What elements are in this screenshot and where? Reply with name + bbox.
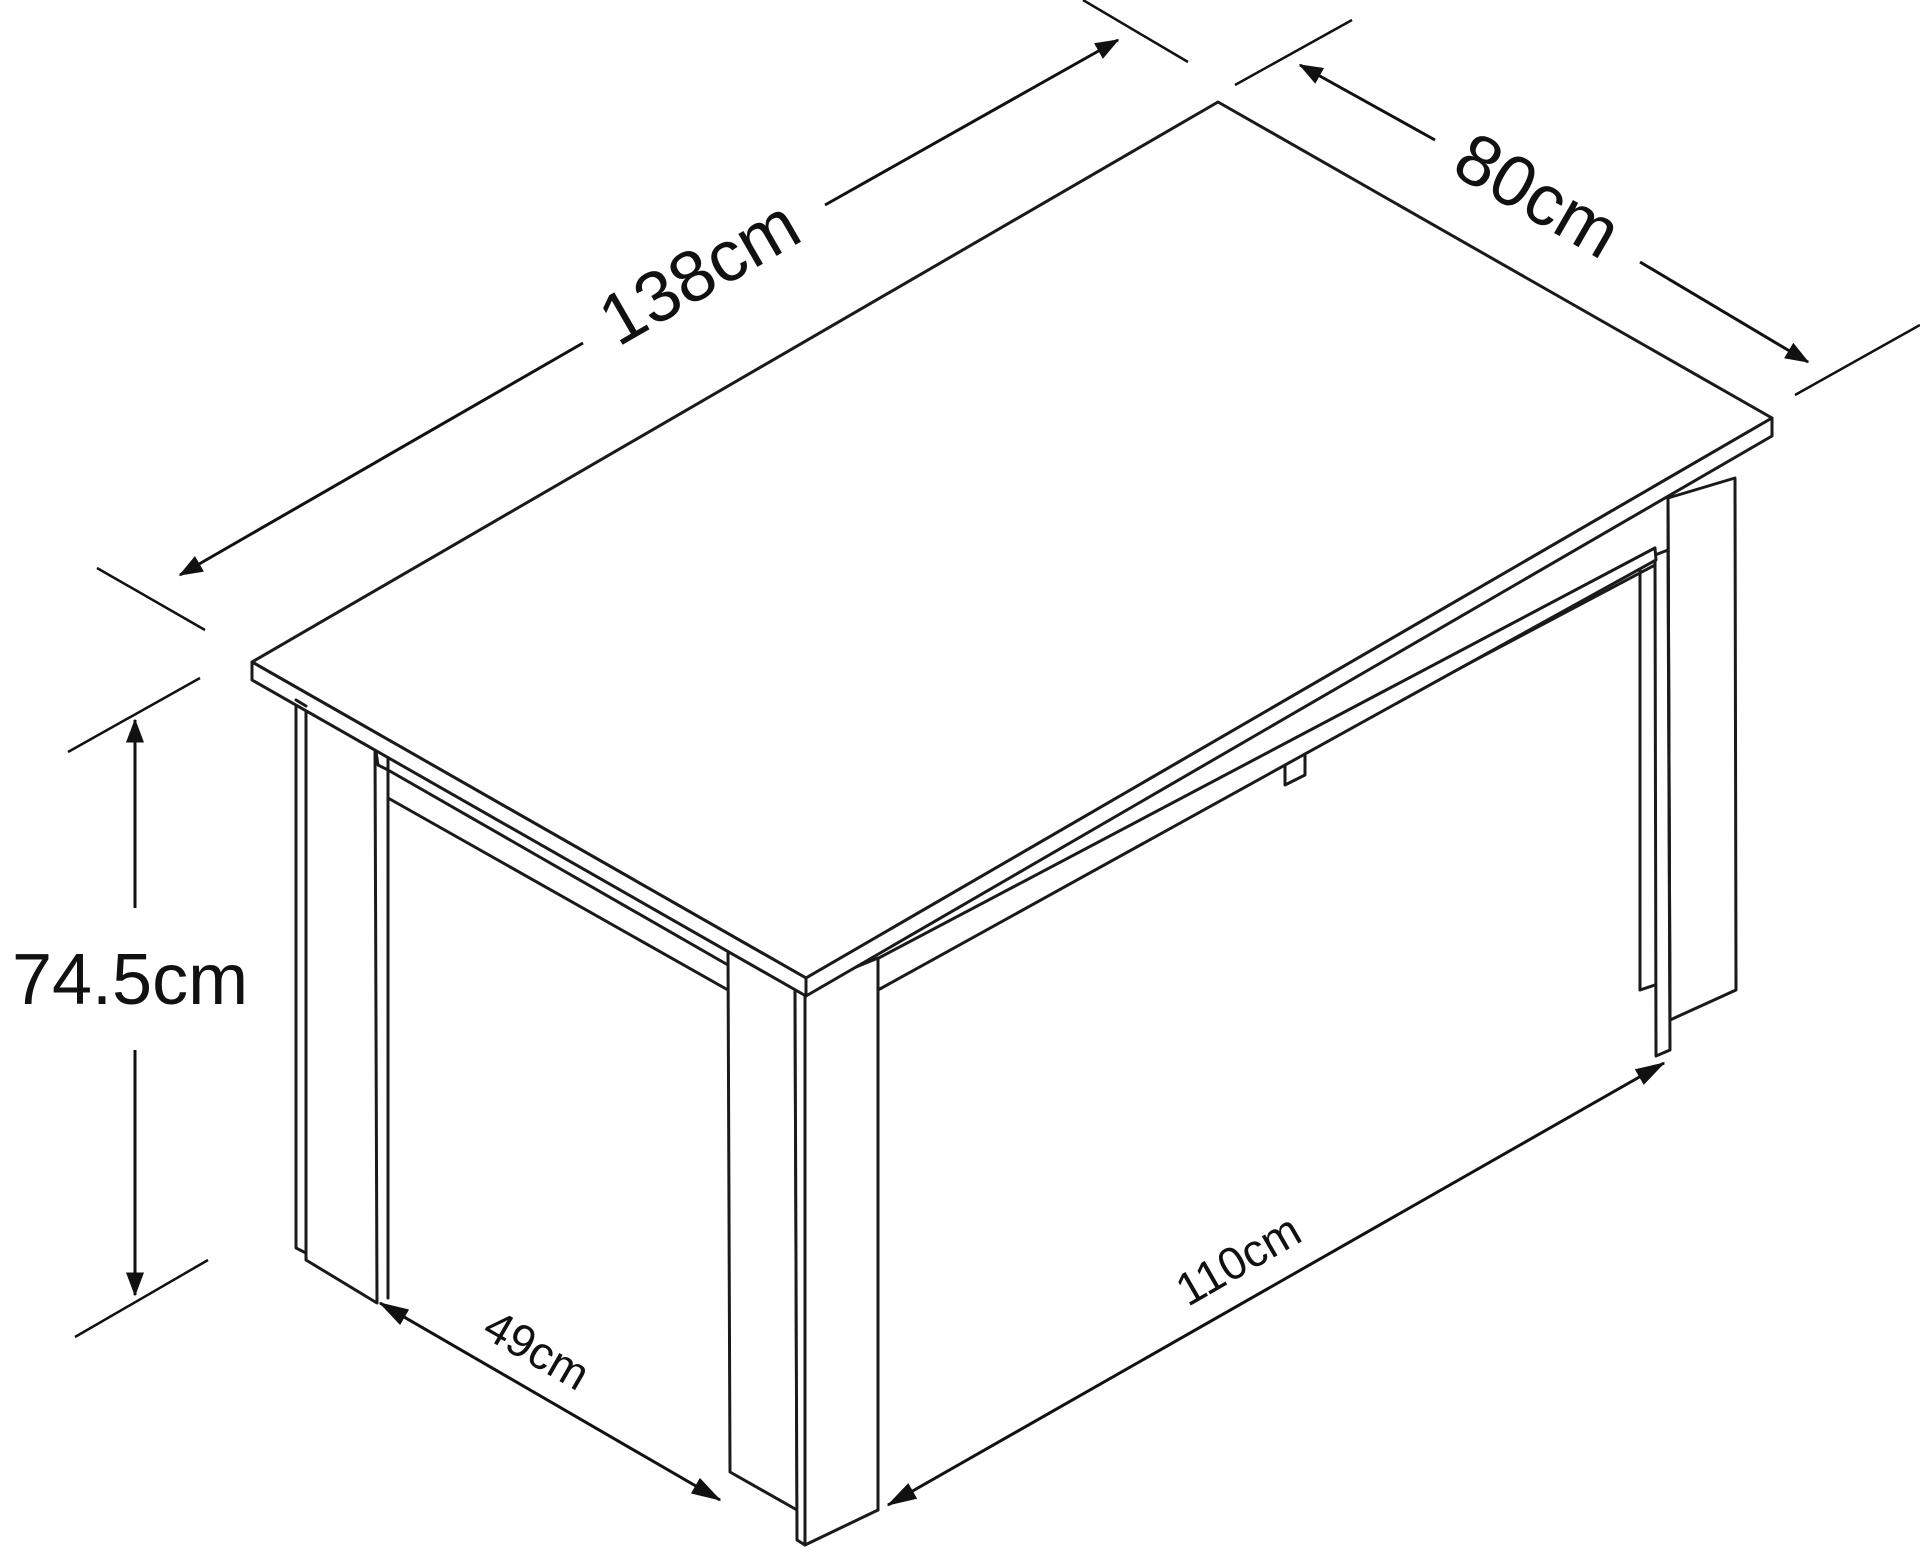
dimension-leg-span-width: 49cm [378,1299,722,1502]
back-right-leg [1653,476,1738,1058]
back-left-leg [294,698,379,1305]
length-label: 138cm [586,184,813,361]
leg-span-length-label: 110cm [1167,1203,1310,1315]
dimension-leg-span-length: 110cm [886,1061,1666,1507]
dimension-height: 74.5cm [12,676,248,1339]
leg-span-width-label: 49cm [475,1299,598,1400]
front-corner-leg [726,948,880,1547]
table-top [250,100,1774,998]
height-label: 74.5cm [12,940,248,1020]
table-drawing [250,100,1774,1547]
